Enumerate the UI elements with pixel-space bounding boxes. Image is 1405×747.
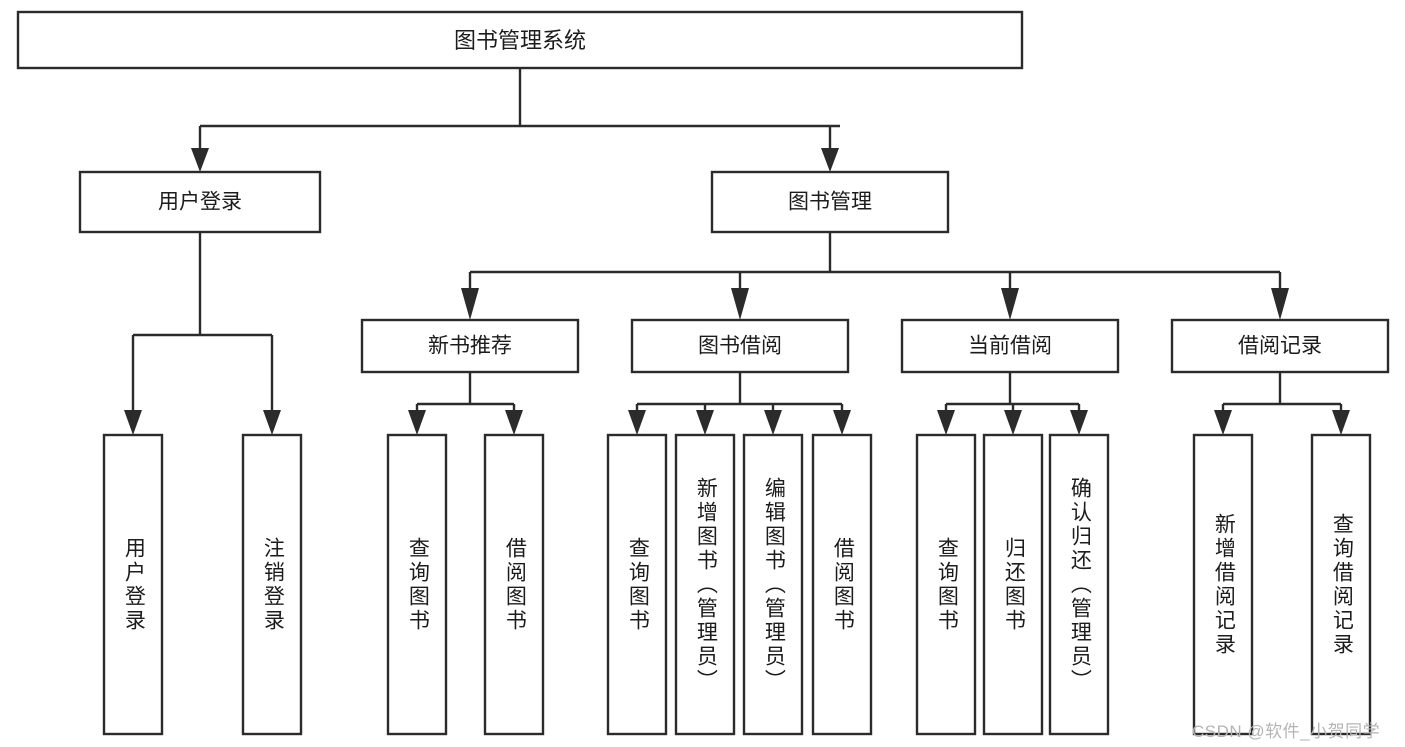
arrow-nbr-leaf-2 (505, 410, 523, 435)
arrow-user-login-leaf-1 (124, 410, 142, 435)
arrow-l3-2 (731, 288, 749, 320)
arrow-bb-leaf-4 (833, 410, 851, 435)
arrow-nbr-leaf-1 (408, 410, 426, 435)
node-user-login[interactable] (78, 170, 322, 234)
arrow-br-leaf-1 (1214, 410, 1232, 435)
arrow-bb-leaf-1 (628, 410, 646, 435)
csdn-watermark: CSDN @软件_小贺同学 (1192, 722, 1381, 741)
leaf-cb-2[interactable] (982, 433, 1044, 736)
arrow-br-leaf-2 (1332, 410, 1350, 435)
leaf-user-login-2[interactable] (241, 433, 303, 736)
leaf-br-2[interactable] (1310, 433, 1372, 736)
node-root-system-label: 图书管理系统 (454, 28, 586, 53)
leaf-bb-2[interactable] (674, 433, 736, 736)
leaf-nbr-1[interactable] (386, 433, 448, 736)
leaf-bb-4[interactable] (811, 433, 873, 736)
arrow-cb-leaf-2 (1004, 410, 1022, 435)
node-root-system[interactable] (16, 10, 1024, 70)
arrow-cb-leaf-1 (937, 410, 955, 435)
arrow-bb-leaf-3 (764, 410, 782, 435)
node-new-book-recommend[interactable] (360, 318, 580, 374)
node-borrow-records-label: 借阅记录 (1238, 335, 1322, 358)
arrow-to-book-manage (821, 148, 839, 172)
node-current-borrow[interactable] (900, 318, 1120, 374)
arrow-cb-leaf-3 (1070, 410, 1088, 435)
arrow-l3-4 (1271, 288, 1289, 320)
leaf-cb-1[interactable] (915, 433, 977, 736)
arrow-user-login-leaf-2 (263, 410, 281, 435)
leaf-cb-3[interactable] (1048, 433, 1110, 736)
arrow-l3-1 (461, 288, 479, 320)
leaf-br-1[interactable] (1192, 433, 1254, 736)
node-book-borrow[interactable] (630, 318, 850, 374)
leaf-nbr-2[interactable] (483, 433, 545, 736)
node-book-manage-label: 图书管理 (788, 191, 872, 214)
leaf-bb-1[interactable] (606, 433, 668, 736)
arrow-l3-3 (1001, 288, 1019, 320)
arrow-bb-leaf-2 (696, 410, 714, 435)
node-borrow-records[interactable] (1170, 318, 1390, 374)
leaf-user-login-1[interactable] (102, 433, 164, 736)
node-new-book-recommend-label: 新书推荐 (428, 335, 512, 358)
node-book-borrow-label: 图书借阅 (698, 335, 782, 358)
node-current-borrow-label: 当前借阅 (968, 335, 1052, 358)
node-user-login-label: 用户登录 (158, 191, 242, 214)
leaf-bb-3[interactable] (742, 433, 804, 736)
arrow-to-user-login (191, 148, 209, 172)
